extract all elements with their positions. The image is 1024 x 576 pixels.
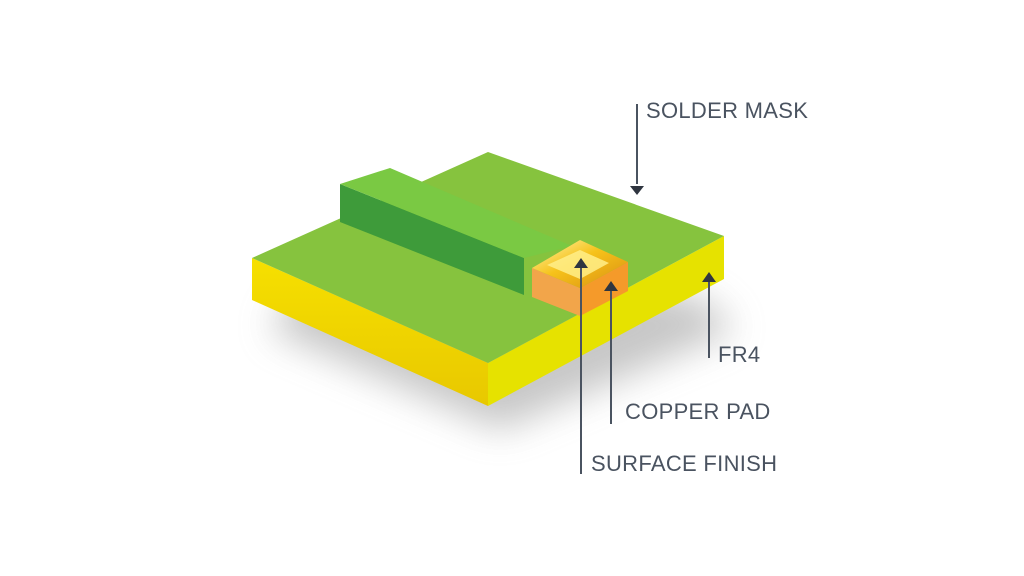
fr4-right-face (488, 236, 724, 406)
solder-mask-arrow-icon (630, 186, 644, 195)
copper-pad-front (532, 268, 580, 316)
solder-mask-top (340, 168, 572, 258)
surface-finish-arrow-icon (574, 258, 588, 268)
copper-pad-label: COPPER PAD (625, 399, 771, 424)
fr4-front-face (252, 258, 488, 406)
fr4-label: FR4 (718, 342, 760, 367)
copper-pad-callout (604, 281, 618, 424)
solder-mask-left-side (340, 184, 524, 295)
copper-pad-right (580, 262, 628, 316)
solder-mask-callout (630, 104, 644, 195)
solder-mask-trace (340, 168, 572, 295)
surface-finish-label: SURFACE FINISH (591, 451, 777, 476)
copper-pad-arrow-icon (604, 281, 618, 291)
solder-mask-label: SOLDER MASK (646, 98, 808, 123)
fr4-callout (702, 272, 716, 358)
fr4-arrow-icon (702, 272, 716, 282)
surface-finish-callout (574, 258, 588, 474)
